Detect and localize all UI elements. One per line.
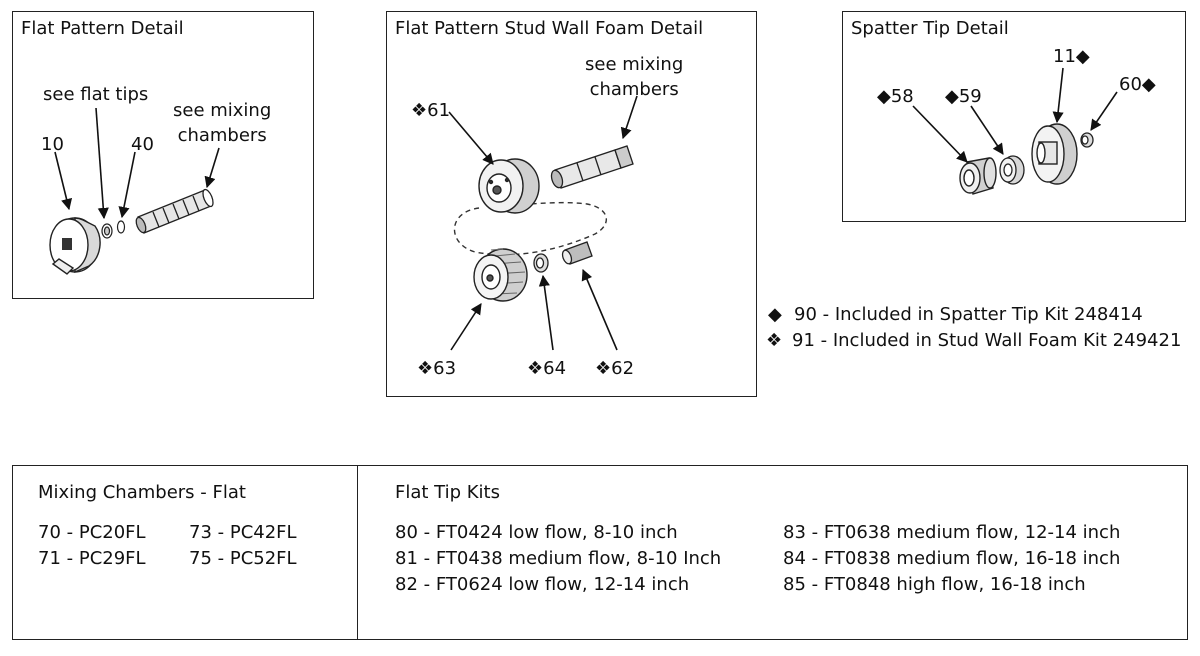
- flat-tip-kit-item: 81 - FT0438 medium flow, 8-10 Inch: [395, 548, 722, 569]
- four-diamond-icon: ❖: [766, 330, 783, 351]
- stud-wall-foam-detail-title: Flat Pattern Stud Wall Foam Detail: [395, 18, 704, 39]
- label-part-61: ❖61: [411, 100, 451, 121]
- mixing-chamber-item: 75 - PC52FL: [189, 548, 297, 569]
- mixing-chamber-item: 73 - PC42FL: [189, 522, 297, 543]
- label-part-10: 10: [41, 134, 64, 155]
- mixing-line-2: chambers: [589, 79, 679, 100]
- label-part-60: 60◆: [1119, 74, 1156, 95]
- label-part-64: ❖64: [527, 358, 567, 379]
- parts-list-box: Mixing Chambers - Flat 70 - PC20FL 71 - …: [12, 465, 1188, 640]
- label-part-40: 40: [131, 134, 154, 155]
- flat-pattern-drawing: [49, 107, 220, 275]
- washer-64-part: [533, 253, 549, 273]
- stud-wall-foam-detail-panel: Flat Pattern Stud Wall Foam Detail ❖61 s…: [386, 11, 757, 397]
- mixing-line-1: see mixing: [173, 100, 272, 121]
- legend-spatter-kit: ◆ 90 - Included in Spatter Tip Kit 248414: [768, 304, 1143, 325]
- flat-pattern-detail-panel: Flat Pattern Detail 10 see flat tips 40 …: [12, 11, 314, 299]
- mixing-chamber-item: 70 - PC20FL: [38, 522, 146, 543]
- spacer-59-part: [999, 155, 1025, 185]
- label-part-58: ◆58: [877, 86, 914, 107]
- tip-guard-10-part: [49, 217, 101, 275]
- stud-wall-drawing: [448, 95, 638, 351]
- assembly-dashed-loop: [453, 201, 607, 256]
- flat-tip-kit-item: 85 - FT0848 high flow, 16-18 inch: [783, 574, 1086, 595]
- spatter-tip-detail-title: Spatter Tip Detail: [851, 18, 1009, 39]
- label-see-mixing-chambers-2: see mixing chambers: [585, 52, 683, 102]
- label-see-mixing-chambers: see mixing chambers: [173, 98, 271, 148]
- spatter-tip-11-part: [1031, 123, 1078, 185]
- label-part-11: 11◆: [1053, 46, 1090, 67]
- seal-60-part: [1080, 132, 1094, 148]
- flat-tip-kit-item: 83 - FT0638 medium flow, 12-14 inch: [783, 522, 1121, 543]
- legend-text: 90 - Included in Spatter Tip Kit 248414: [794, 304, 1143, 325]
- flat-pattern-detail-title: Flat Pattern Detail: [21, 18, 184, 39]
- column-divider: [357, 466, 358, 639]
- mixing-line-1: see mixing: [585, 54, 684, 75]
- nozzle-body-61-part: [478, 158, 540, 214]
- flat-tip-kit-item: 82 - FT0624 low flow, 12-14 inch: [395, 574, 690, 595]
- mixing-chamber-item: 71 - PC29FL: [38, 548, 146, 569]
- label-part-59: ◆59: [945, 86, 982, 107]
- mixing-line-2: chambers: [177, 125, 267, 146]
- insert-62-part: [561, 241, 593, 265]
- nut-58-part: [959, 157, 997, 195]
- mixing-chambers-title: Mixing Chambers - Flat: [38, 482, 246, 503]
- flat-tip-kit-item: 84 - FT0838 medium flow, 16-18 inch: [783, 548, 1121, 569]
- knurled-cap-63-part: [473, 248, 528, 302]
- label-see-flat-tips: see flat tips: [43, 84, 149, 105]
- mixing-chamber-part-2: [550, 145, 634, 189]
- mixing-chamber-part: [135, 188, 214, 234]
- spatter-tip-drawing: [912, 67, 1118, 195]
- washer-40-part: [116, 220, 126, 234]
- label-part-62: ❖62: [595, 358, 635, 379]
- legend-text: 91 - Included in Stud Wall Foam Kit 2494…: [792, 330, 1182, 351]
- label-part-63: ❖63: [417, 358, 457, 379]
- spatter-tip-detail-panel: Spatter Tip Detail ◆58 ◆59 11◆ 60◆: [842, 11, 1186, 222]
- flat-tip-kits-title: Flat Tip Kits: [395, 482, 500, 503]
- legend-stud-wall-kit: ❖ 91 - Included in Stud Wall Foam Kit 249…: [766, 330, 1181, 351]
- flat-tip-part: [101, 223, 113, 239]
- diamond-icon: ◆: [768, 304, 782, 325]
- flat-tip-kit-item: 80 - FT0424 low flow, 8-10 inch: [395, 522, 678, 543]
